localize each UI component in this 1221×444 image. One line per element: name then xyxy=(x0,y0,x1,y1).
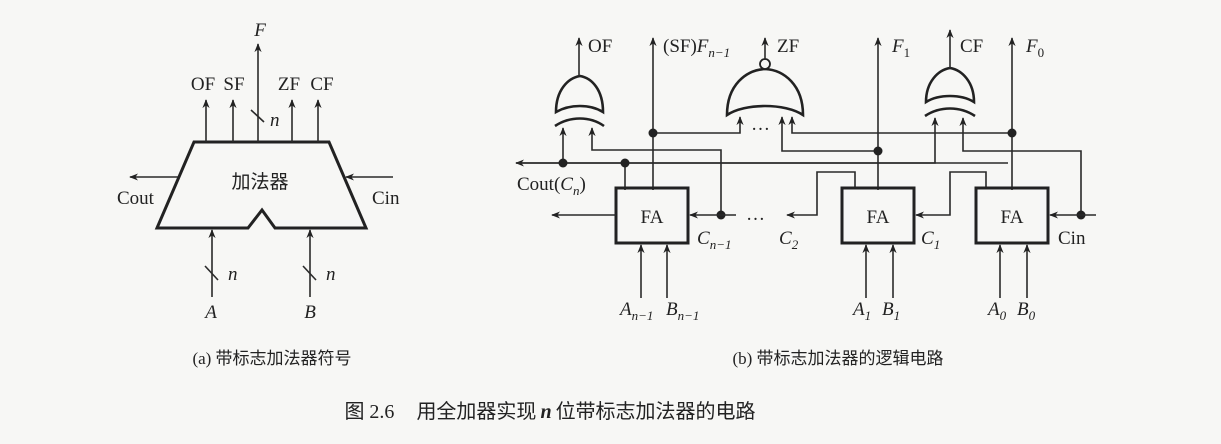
f1-label: F1 xyxy=(891,36,910,60)
b-width-label: n xyxy=(326,264,336,285)
a-width-label: n xyxy=(228,264,238,285)
b-bus-slash xyxy=(302,265,317,281)
carry-ellipsis: … xyxy=(746,204,765,225)
of-label-b: OF xyxy=(588,36,612,57)
of-xor-gate xyxy=(554,74,605,128)
fa-block-1 xyxy=(840,186,916,245)
b1-label: B1 xyxy=(882,299,900,323)
c2-label: C2 xyxy=(779,228,799,252)
fa-label: FA xyxy=(867,207,890,228)
zf-label: ZF xyxy=(278,74,300,95)
c1-carry xyxy=(915,171,987,219)
cf-label-b: CF xyxy=(960,36,983,57)
junction-dot xyxy=(558,158,568,168)
cin-label: Cin xyxy=(372,188,400,209)
a-label: A xyxy=(203,302,217,323)
bus-width-label: n xyxy=(270,110,280,131)
cin-label-b: Cin xyxy=(1058,228,1086,249)
sf-label: SF xyxy=(223,74,244,95)
fa-label: FA xyxy=(1001,207,1024,228)
fa-block-0 xyxy=(974,186,1050,245)
cout-label: Cout xyxy=(117,188,155,209)
b-label: B xyxy=(304,302,316,323)
a-high-label: An−1 xyxy=(618,299,653,323)
adder-label: 加法器 xyxy=(231,171,288,193)
zf-input-f1 xyxy=(778,116,878,152)
adder-symbol: 加法器 n F OF SF ZF CF Cout Cin n n A B (a)… xyxy=(117,20,400,368)
f-label: F xyxy=(253,20,266,41)
junction-dot xyxy=(1007,128,1017,138)
zf-nor-gate xyxy=(725,58,805,118)
f0-label: F0 xyxy=(1025,36,1044,60)
junction-dot xyxy=(648,128,658,138)
b-high-label: Bn−1 xyxy=(666,299,699,323)
of-label: OF xyxy=(191,74,215,95)
fa-label: FA xyxy=(641,207,664,228)
adder-body xyxy=(154,140,369,230)
nor-inputs-ellipsis: … xyxy=(751,114,770,135)
a1-label: A1 xyxy=(851,299,871,323)
caption-b: (b) 带标志加法器的逻辑电路 xyxy=(732,349,943,368)
adder-logic-circuit: OF (SF)Fn−1 ZF … F1 CF F0 xyxy=(515,29,1096,368)
cf-input-cout xyxy=(516,117,939,164)
cout-label-b: Cout(Cn) xyxy=(517,174,586,198)
c1-label: C1 xyxy=(921,228,940,252)
cf-label: CF xyxy=(310,74,333,95)
junction-dot xyxy=(620,158,630,168)
cn1-label: Cn−1 xyxy=(697,228,731,252)
zf-input-f0 xyxy=(788,116,1012,134)
zf-input-fhigh xyxy=(653,116,744,134)
sf-label-b: (SF)Fn−1 xyxy=(663,36,730,60)
a0-label: A0 xyxy=(986,299,1007,323)
cf-input-cin xyxy=(959,117,1082,215)
of-input-cn1 xyxy=(588,127,722,215)
junction-dot xyxy=(873,146,883,156)
cf-xor-gate xyxy=(924,66,976,118)
b0-label: B0 xyxy=(1017,299,1036,323)
bus-slash xyxy=(250,109,265,123)
c2-carry xyxy=(786,171,856,219)
zf-label-b: ZF xyxy=(777,36,799,57)
caption-a: (a) 带标志加法器符号 xyxy=(192,349,351,368)
a-bus-slash xyxy=(204,265,219,281)
